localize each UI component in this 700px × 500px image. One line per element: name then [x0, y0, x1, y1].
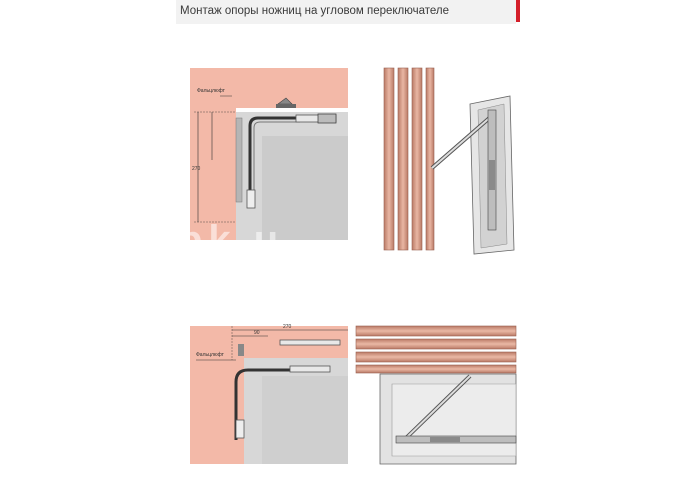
dimension-label-long: 270 [192, 166, 201, 172]
frame-lower [262, 376, 348, 464]
bearing-plate [289, 365, 331, 373]
falz-label: Фальцлюфт [197, 88, 226, 94]
frame-edge [236, 108, 348, 112]
accent-bar [516, 0, 520, 22]
corner-switch-inner [253, 121, 300, 206]
dimension-label-short: 90 [254, 330, 260, 336]
dimension-label-long: 270 [283, 324, 292, 330]
scissor-arm-highlight [431, 113, 495, 169]
header-band [176, 0, 516, 24]
scissor-arm-highlight [403, 375, 471, 441]
frame-vertical [244, 358, 262, 464]
frame-inner [262, 136, 348, 240]
hinge-pin [238, 344, 244, 356]
hinge-base [276, 104, 296, 108]
scissor-bearing [279, 339, 341, 346]
falz-label: Фальцлюфт [196, 352, 225, 358]
timber-profile-2 [355, 338, 517, 350]
corner-switch [248, 116, 300, 206]
bearing-plate [317, 113, 337, 124]
page-title: Монтаж опоры ножниц на угловом переключа… [180, 5, 450, 17]
diagram-top-right [383, 67, 515, 255]
timber-profile-1 [383, 67, 395, 251]
lock-keeper [235, 419, 245, 439]
timber-profile-2 [397, 67, 409, 251]
diagram-bottom-right [355, 325, 517, 465]
timber-profile-1 [355, 325, 517, 337]
timber-profile-4 [425, 67, 435, 251]
sash-strip [235, 117, 243, 203]
timber-profile-4 [355, 364, 517, 374]
switch-mechanism [430, 437, 460, 442]
diagram-bottom-left: 270 90 Фальцлюфт [190, 324, 348, 464]
timber-profile-3 [411, 67, 423, 251]
sash-inner [391, 383, 517, 457]
corner-switch [234, 368, 300, 440]
diagram-top-left: Фальцлюфт 270 [190, 68, 348, 240]
timber-profile-3 [355, 351, 517, 363]
switch-mechanism [489, 160, 495, 190]
watermark: pk u [178, 218, 285, 262]
lock-keeper [246, 189, 256, 209]
